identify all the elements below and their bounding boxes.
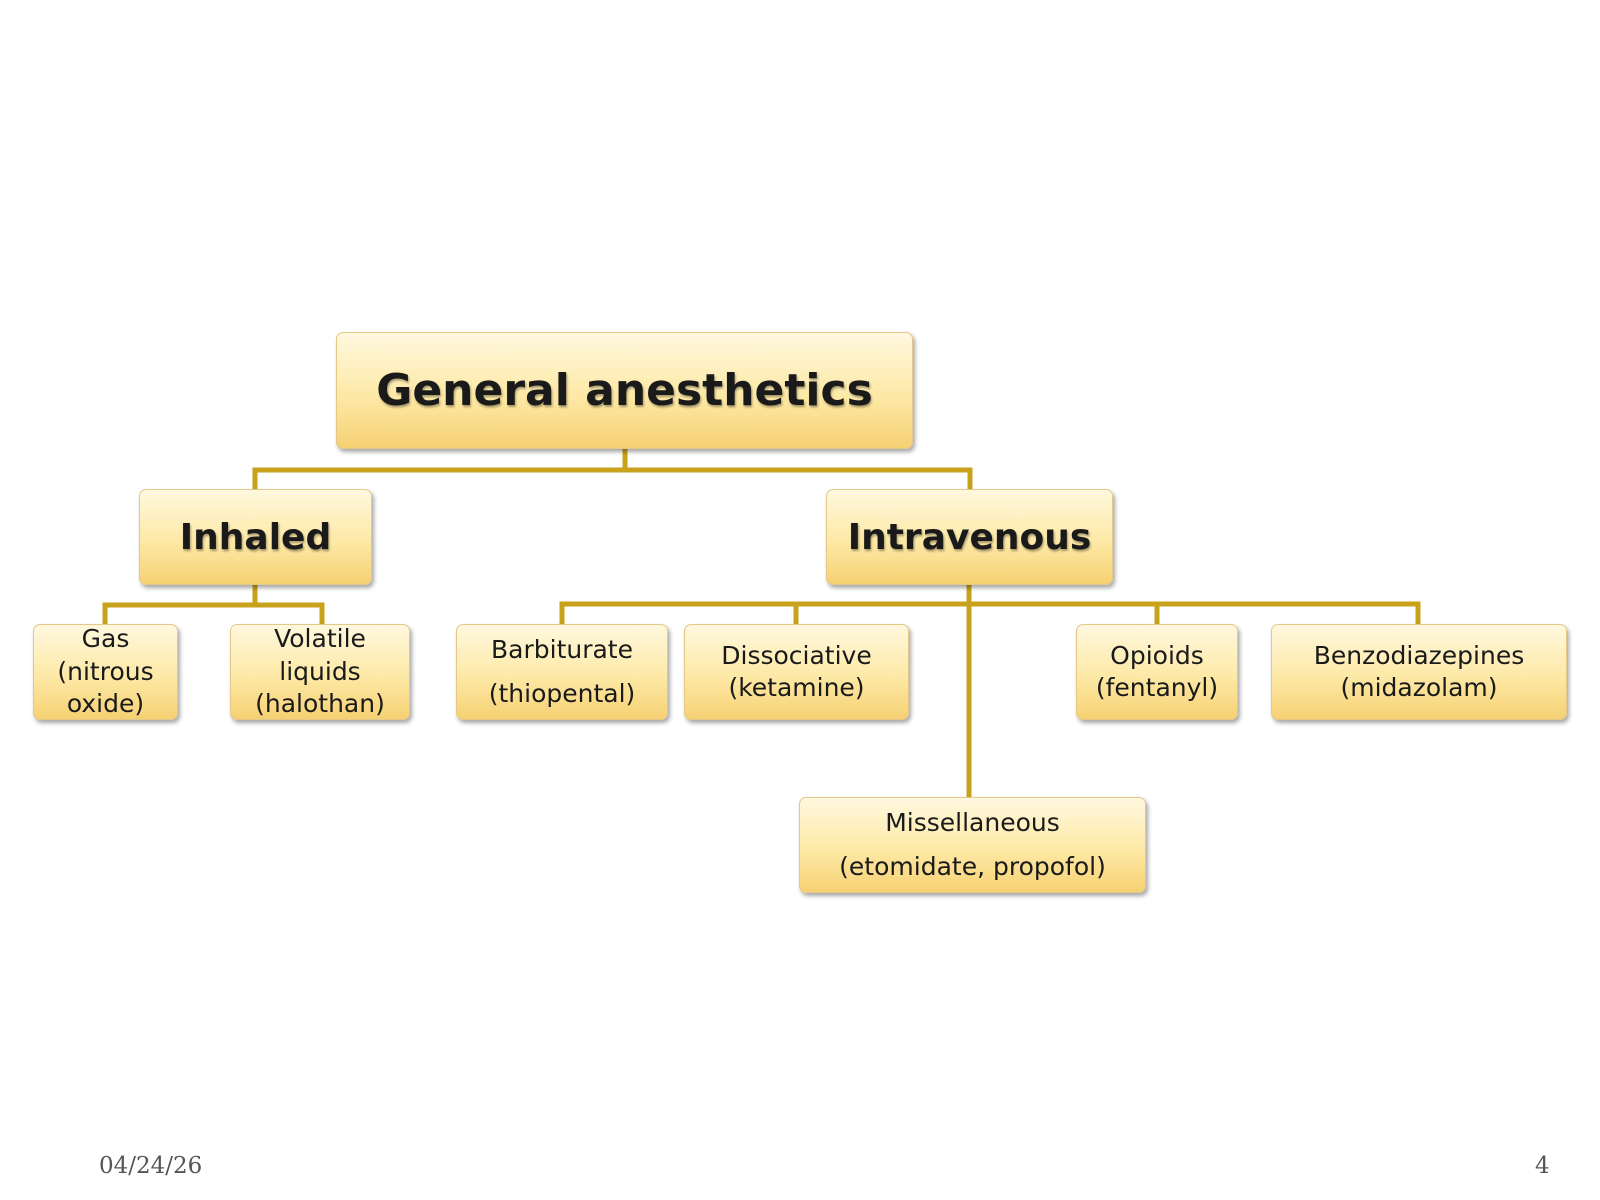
missellaneous-line-1: Missellaneous (885, 807, 1060, 837)
leaf-node-dissociative: Dissociative (ketamine) (684, 624, 909, 720)
leaf-node-barbiturate: Barbiturate (thiopental) (456, 624, 668, 720)
inhaled-label: Inhaled (179, 516, 332, 558)
intravenous-label: Intravenous (847, 516, 1092, 558)
barbiturate-line-2: (thiopental) (488, 679, 636, 708)
leaf-node-volatile-liquids: Volatile liquids (halothan) (230, 624, 410, 720)
volatile-line-3: (halothan) (255, 689, 385, 719)
leaf-node-missellaneous: Missellaneous (etomidate, propofol) (799, 797, 1146, 893)
gas-line-1: Gas (81, 624, 130, 654)
missellaneous-line-2: (etomidate, propofol) (839, 852, 1106, 881)
volatile-line-1: Volatile (274, 624, 366, 654)
benzodiazepines-line-2: (midazolam) (1340, 673, 1498, 702)
barbiturate-line-1: Barbiturate (491, 634, 633, 664)
gas-line-3: oxide) (66, 689, 145, 719)
category-node-intravenous: Intravenous (826, 489, 1113, 585)
category-node-inhaled: Inhaled (139, 489, 372, 585)
footer-date: 04/24/26 (99, 1153, 203, 1179)
leaf-node-gas: Gas (nitrous oxide) (33, 624, 178, 720)
opioids-line-2: (fentanyl) (1095, 673, 1219, 702)
opioids-line-1: Opioids (1110, 640, 1204, 670)
root-label: General anesthetics (376, 365, 873, 416)
root-node-general-anesthetics: General anesthetics (336, 332, 913, 449)
leaf-node-benzodiazepines: Benzodiazepines (midazolam) (1271, 624, 1567, 720)
leaf-node-opioids: Opioids (fentanyl) (1076, 624, 1238, 720)
footer-page-number: 4 (1535, 1153, 1550, 1179)
dissociative-line-1: Dissociative (721, 640, 872, 670)
benzodiazepines-line-1: Benzodiazepines (1313, 640, 1525, 670)
gas-line-2: (nitrous (57, 656, 154, 686)
dissociative-line-2: (ketamine) (728, 673, 865, 702)
volatile-line-2: liquids (279, 656, 361, 686)
